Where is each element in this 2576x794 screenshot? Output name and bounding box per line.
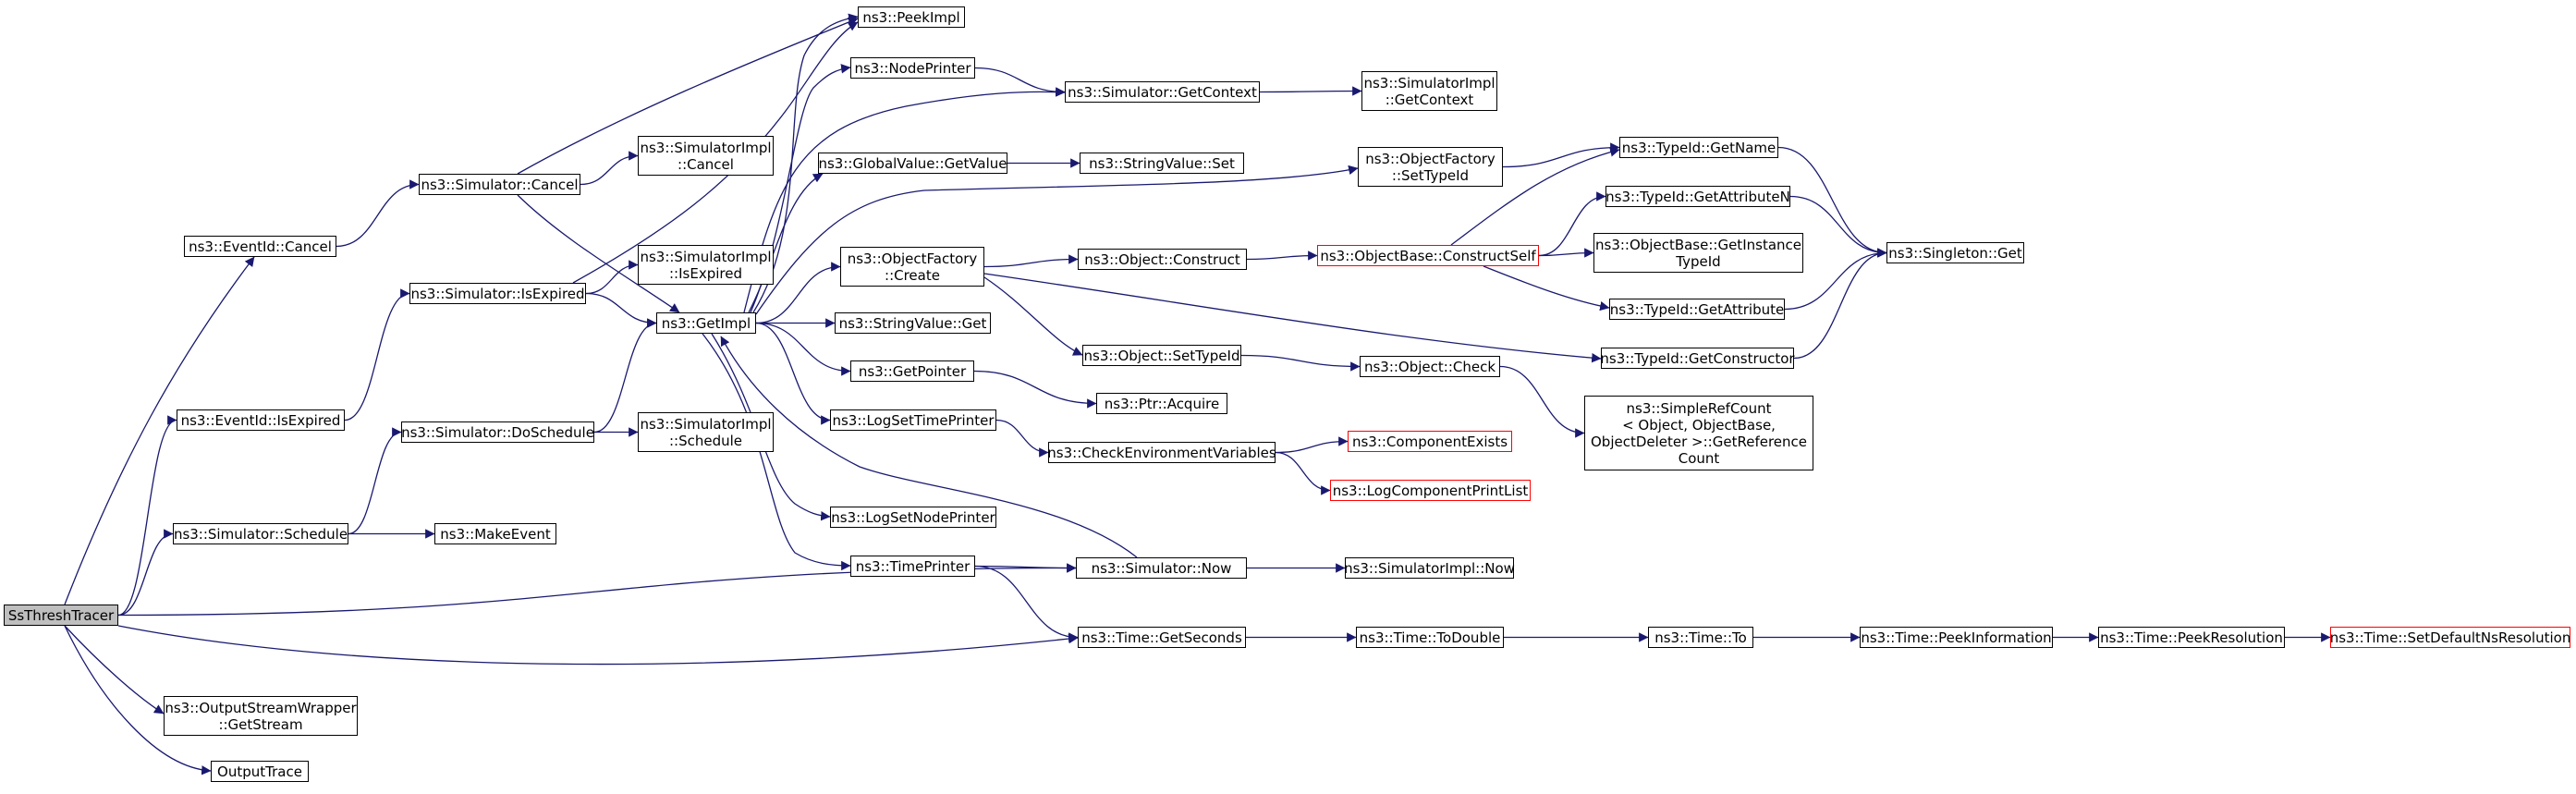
edge-timeprinter-to-time-getseconds bbox=[974, 565, 1079, 642]
node-singleton-get[interactable]: ns3::Singleton::Get bbox=[1886, 242, 2024, 263]
edge-timeprinter-to-sim-now bbox=[974, 563, 1077, 573]
node-sim-cancel[interactable]: ns3::Simulator::Cancel bbox=[419, 174, 580, 195]
edge-root-to-time-getseconds bbox=[117, 625, 1079, 666]
edge-root-to-sim-schedule bbox=[117, 529, 174, 617]
edge-sim-isexpired-to-simimpl-isexpired bbox=[585, 260, 639, 295]
node-eventid-cancel[interactable]: ns3::EventId::Cancel bbox=[184, 236, 336, 257]
edge-getimpl-to-peekimpl bbox=[752, 13, 859, 313]
node-logcomponentprintlist[interactable]: ns3::LogComponentPrintList bbox=[1330, 480, 1531, 501]
node-globalvalue-getvalue[interactable]: ns3::GlobalValue::GetValue bbox=[818, 153, 1007, 174]
edge-checkenv-to-logcomponentprintlist bbox=[1275, 451, 1331, 495]
edge-sim-isexpired-to-peekimpl bbox=[572, 21, 859, 284]
edge-getimpl-to-logsettimeprinter bbox=[755, 322, 831, 425]
edge-objectbase-constructself-to-typeid-getattributen bbox=[1538, 191, 1606, 257]
node-simimpl-cancel[interactable]: ns3::SimulatorImpl ::Cancel bbox=[638, 136, 774, 176]
edge-logsettimeprinter-to-checkenv bbox=[995, 419, 1049, 458]
edge-getimpl-to-objectfactory-settypeid bbox=[755, 165, 1359, 315]
node-sim-now[interactable]: ns3::Simulator::Now bbox=[1076, 557, 1247, 579]
node-getimpl[interactable]: ns3::GetImpl bbox=[656, 312, 756, 334]
node-peekimpl[interactable]: ns3::PeekImpl bbox=[858, 6, 965, 28]
node-getpointer[interactable]: ns3::GetPointer bbox=[850, 360, 974, 382]
edge-root-to-eventid-cancel bbox=[64, 256, 255, 605]
edge-getimpl-to-objectfactory-create bbox=[755, 262, 841, 324]
edge-objectbase-constructself-to-typeid-getname bbox=[1450, 147, 1620, 246]
edge-object-construct-to-objectbase-constructself bbox=[1246, 250, 1318, 261]
edge-typeid-getattribute-to-singleton-get bbox=[1784, 248, 1887, 311]
edge-getimpl-to-getpointer bbox=[755, 322, 851, 376]
edge-typeid-getconstructor-to-singleton-get bbox=[1793, 248, 1887, 360]
edge-objectbase-constructself-to-typeid-getattribute bbox=[1483, 265, 1610, 311]
node-objectfactory-create[interactable]: ns3::ObjectFactory ::Create bbox=[840, 247, 984, 287]
node-simimpl-getcontext[interactable]: ns3::SimulatorImpl ::GetContext bbox=[1361, 71, 1497, 111]
node-time-peekresolution[interactable]: ns3::Time::PeekResolution bbox=[2098, 627, 2285, 648]
edge-getimpl-to-sim-getcontext bbox=[743, 87, 1066, 313]
node-logsetnodeprinter[interactable]: ns3::LogSetNodePrinter bbox=[830, 507, 996, 528]
node-sim-schedule[interactable]: ns3::Simulator::Schedule bbox=[173, 523, 348, 544]
edge-root-to-eventid-isexpired bbox=[117, 415, 177, 617]
node-time-getseconds[interactable]: ns3::Time::GetSeconds bbox=[1078, 627, 1246, 648]
node-componentexists[interactable]: ns3::ComponentExists bbox=[1348, 431, 1512, 452]
edge-getimpl-to-globalvalue-getvalue bbox=[748, 173, 824, 313]
node-simimpl-isexpired[interactable]: ns3::SimulatorImpl ::IsExpired bbox=[638, 245, 774, 285]
node-object-check[interactable]: ns3::Object::Check bbox=[1360, 356, 1500, 377]
node-logsettimeprinter[interactable]: ns3::LogSetTimePrinter bbox=[830, 409, 996, 431]
node-sim-getcontext[interactable]: ns3::Simulator::GetContext bbox=[1065, 81, 1260, 103]
node-time-to[interactable]: ns3::Time::To bbox=[1648, 627, 1753, 648]
edge-typeid-getattributen-to-singleton-get bbox=[1789, 195, 1887, 258]
node-typeid-getconstructor[interactable]: ns3::TypeId::GetConstructor bbox=[1600, 348, 1795, 369]
node-simplerefcount[interactable]: ns3::SimpleRefCount < Object, ObjectBase… bbox=[1584, 396, 1813, 470]
node-object-settypeid[interactable]: ns3::Object::SetTypeId bbox=[1082, 345, 1241, 366]
node-objectbase-constructself[interactable]: ns3::ObjectBase::ConstructSelf bbox=[1317, 245, 1539, 266]
edge-nodeprinter-to-sim-getcontext bbox=[974, 67, 1066, 97]
node-osw-getstream[interactable]: ns3::OutputStreamWrapper ::GetStream bbox=[164, 696, 358, 736]
edge-sim-cancel-to-getimpl bbox=[517, 194, 680, 313]
node-typeid-getattributen[interactable]: ns3::TypeId::GetAttributeN bbox=[1605, 186, 1790, 207]
node-checkenv[interactable]: ns3::CheckEnvironmentVariables bbox=[1047, 442, 1276, 463]
node-eventid-isexpired[interactable]: ns3::EventId::IsExpired bbox=[177, 409, 345, 431]
node-nodeprinter[interactable]: ns3::NodePrinter bbox=[850, 57, 975, 79]
edge-objectfactory-create-to-object-settypeid bbox=[983, 276, 1083, 356]
node-objectbase-getinstancetypeid[interactable]: ns3::ObjectBase::GetInstance TypeId bbox=[1593, 233, 1803, 273]
edge-eventid-cancel-to-sim-cancel bbox=[336, 179, 420, 248]
edge-objectfactory-create-to-object-construct bbox=[983, 254, 1079, 268]
node-time-setdefaultnsresolution[interactable]: ns3::Time::SetDefaultNsResolution bbox=[2330, 627, 2570, 648]
edge-checkenv-to-componentexists bbox=[1275, 436, 1349, 454]
edge-getpointer-to-ptr-acquire bbox=[973, 370, 1097, 409]
node-timeprinter[interactable]: ns3::TimePrinter bbox=[850, 556, 975, 577]
edge-objectbase-constructself-to-objectbase-getinstancetypeid bbox=[1538, 248, 1594, 258]
node-root: SsThreshTracer bbox=[4, 605, 118, 626]
edge-eventid-isexpired-to-sim-isexpired bbox=[344, 288, 410, 421]
edge-object-check-to-simplerefcount bbox=[1499, 365, 1585, 438]
edge-sim-cancel-to-simimpl-cancel bbox=[580, 151, 639, 186]
edge-getimpl-to-timeprinter bbox=[702, 333, 851, 571]
node-typeid-getattribute[interactable]: ns3::TypeId::GetAttribute bbox=[1609, 299, 1785, 320]
edge-sim-now-to-getimpl bbox=[720, 336, 1138, 558]
node-typeid-getname[interactable]: ns3::TypeId::GetName bbox=[1619, 137, 1778, 158]
node-stringvalue-set[interactable]: ns3::StringValue::Set bbox=[1080, 153, 1244, 174]
node-outputtrace[interactable]: OutputTrace bbox=[211, 761, 309, 782]
edge-sim-isexpired-to-getimpl bbox=[585, 292, 657, 328]
edge-getimpl-to-logsetnodeprinter bbox=[711, 333, 831, 521]
node-simimpl-now[interactable]: ns3::SimulatorImpl::Now bbox=[1344, 557, 1515, 579]
edge-objectfactory-create-to-typeid-getconstructor bbox=[983, 273, 1602, 363]
edge-objectfactory-settypeid-to-typeid-getname bbox=[1502, 142, 1620, 168]
edge-root-to-osw-getstream bbox=[64, 625, 165, 715]
node-time-todouble[interactable]: ns3::Time::ToDouble bbox=[1356, 627, 1504, 648]
edge-sim-doschedule-to-getimpl bbox=[593, 318, 657, 434]
node-ptr-acquire[interactable]: ns3::Ptr::Acquire bbox=[1096, 393, 1227, 414]
node-simimpl-schedule[interactable]: ns3::SimulatorImpl ::Schedule bbox=[638, 412, 774, 452]
node-time-peekinformation[interactable]: ns3::Time::PeekInformation bbox=[1860, 627, 2053, 648]
node-object-construct[interactable]: ns3::Object::Construct bbox=[1078, 249, 1247, 270]
edge-object-settypeid-to-object-check bbox=[1240, 354, 1361, 372]
node-makeevent[interactable]: ns3::MakeEvent bbox=[434, 523, 556, 544]
node-sim-isexpired[interactable]: ns3::Simulator::IsExpired bbox=[409, 283, 586, 304]
node-objectfactory-settypeid[interactable]: ns3::ObjectFactory ::SetTypeId bbox=[1358, 147, 1503, 187]
node-sim-doschedule[interactable]: ns3::Simulator::DoSchedule bbox=[401, 421, 594, 443]
edge-root-to-outputtrace bbox=[64, 625, 212, 776]
edge-typeid-getname-to-singleton-get bbox=[1777, 146, 1887, 258]
node-stringvalue-get[interactable]: ns3::StringValue::Get bbox=[835, 312, 991, 334]
edge-sim-schedule-to-sim-doschedule bbox=[348, 427, 402, 535]
